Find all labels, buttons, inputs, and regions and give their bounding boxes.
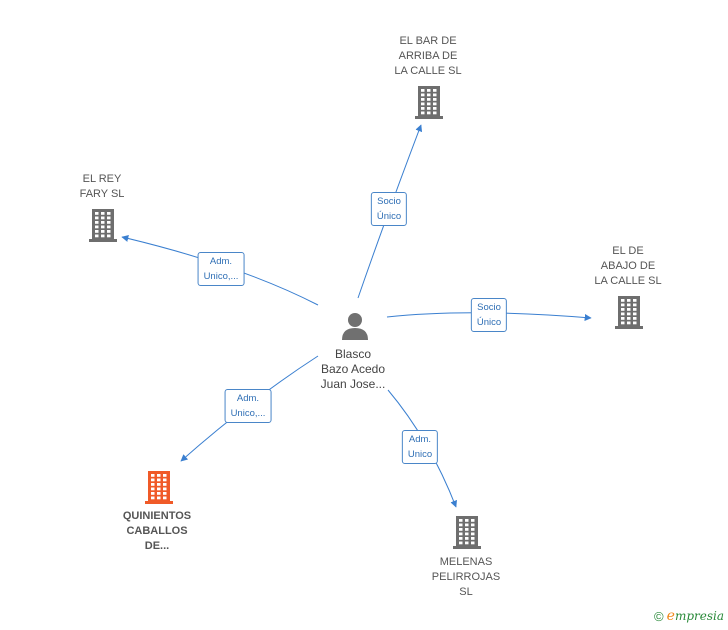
relation-label-abajo[interactable]: Socio Único bbox=[470, 298, 508, 332]
building-icon[interactable] bbox=[144, 470, 174, 504]
building-icon[interactable] bbox=[614, 295, 644, 329]
company-label-abajo[interactable]: EL DE ABAJO DE LA CALLE SL bbox=[594, 245, 662, 287]
company-label-melenas[interactable]: MELENAS PELIRROJAS SL bbox=[431, 556, 501, 598]
building-icon[interactable] bbox=[88, 208, 118, 242]
relation-label-rey-fary[interactable]: Adm. Unico,... bbox=[197, 252, 245, 286]
copyright-symbol: © bbox=[654, 608, 664, 624]
company-label-quinientos[interactable]: QUINIENTOS CABALLOS DE... bbox=[122, 510, 192, 552]
relation-label-melenas[interactable]: Adm. Unico bbox=[401, 430, 439, 464]
building-icon[interactable] bbox=[414, 85, 444, 119]
company-label-bar-arriba[interactable]: EL BAR DE ARRIBA DE LA CALLE SL bbox=[394, 35, 462, 77]
brand-logo-text: mpresia bbox=[674, 609, 724, 623]
person-name-label[interactable]: Blasco Bazo Acedo Juan Jose... bbox=[320, 347, 386, 391]
relation-label-bar-arriba[interactable]: Socio Único bbox=[370, 192, 408, 226]
relation-label-quinientos[interactable]: Adm. Unico,... bbox=[224, 389, 272, 423]
person-icon[interactable] bbox=[340, 311, 370, 341]
brand-logo-initial: e bbox=[666, 608, 675, 624]
building-icon[interactable] bbox=[452, 515, 482, 549]
company-label-rey-fary[interactable]: EL REY FARY SL bbox=[79, 173, 125, 200]
